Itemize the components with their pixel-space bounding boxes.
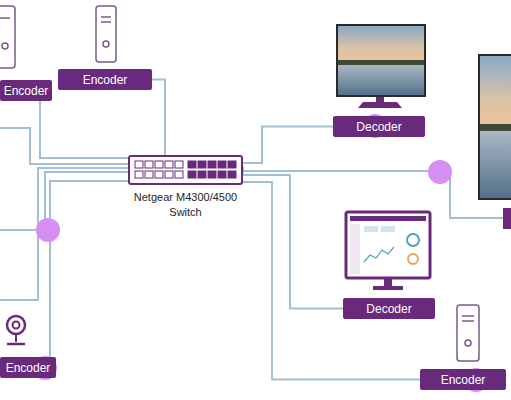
- dashboard-gauge: [407, 234, 419, 246]
- tower-detail: [103, 41, 109, 47]
- switch-port: [188, 171, 196, 178]
- switch-port: [208, 161, 216, 168]
- switch-port: [155, 171, 163, 178]
- tower-detail: [2, 43, 8, 49]
- webcam-icon: [7, 316, 25, 334]
- switch-port: [155, 161, 163, 168]
- monitor-stand: [384, 279, 392, 287]
- tower-icon: [457, 305, 479, 361]
- node-label: Encoder: [6, 361, 51, 375]
- dashboard-sidebar: [350, 224, 360, 274]
- network-cable: [152, 80, 165, 156]
- node-label: Encoder: [4, 84, 49, 98]
- switch-port: [135, 161, 143, 168]
- monitor-photo: [338, 60, 424, 65]
- tower-icon: [96, 6, 116, 62]
- monitor-frame: [346, 212, 430, 278]
- network-wire: [0, 168, 128, 300]
- network-cable: [40, 101, 128, 158]
- webcam-stand: [15, 334, 17, 342]
- switch-box: Netgear M4300/4500 Switch: [128, 155, 243, 185]
- network-cable: [243, 182, 420, 380]
- switch-body: [129, 156, 242, 184]
- switch-port: [165, 171, 173, 178]
- display-photo: [480, 56, 511, 126]
- switch-port: [135, 171, 143, 178]
- switch-icon: [128, 155, 243, 185]
- tower-detail: [462, 320, 474, 322]
- wire-group: [0, 128, 505, 300]
- dashboard-gauge: [408, 254, 418, 264]
- node-label: Encoder: [83, 73, 128, 87]
- switch-port: [175, 171, 183, 178]
- tower-detail: [101, 16, 111, 18]
- tower-detail: [465, 340, 471, 346]
- node-label: Encoder: [441, 373, 486, 387]
- switch-port: [218, 171, 226, 178]
- switch-port: [175, 161, 183, 168]
- highlight-dot: [428, 160, 452, 184]
- webcam-lens: [13, 322, 20, 329]
- highlight-dot: [36, 218, 60, 242]
- encoder-box: Encoder: [0, 80, 52, 101]
- display-photo: [480, 131, 511, 198]
- node-label: Netgear M4300/4500 Switch: [127, 190, 245, 220]
- tower-detail: [462, 315, 474, 317]
- switch-port: [228, 161, 236, 168]
- dashboard-tile: [364, 226, 378, 232]
- switch-port: [188, 161, 196, 168]
- switch-port: [228, 171, 236, 178]
- monitor-photo: [338, 26, 424, 62]
- switch-port: [208, 171, 216, 178]
- dashboard-chart: [364, 247, 394, 262]
- encoder-box: Encoder: [0, 357, 56, 378]
- monitor-stand: [373, 286, 403, 290]
- switch-port: [218, 161, 226, 168]
- dashboard-tile: [381, 226, 395, 232]
- tower-detail: [101, 21, 111, 23]
- switch-port: [145, 161, 153, 168]
- encoder-box: Encoder: [58, 69, 152, 90]
- node-label: Decoder: [356, 120, 401, 134]
- switch-port: [145, 171, 153, 178]
- label-box-stub: [503, 208, 511, 229]
- monitor-stand: [376, 97, 384, 102]
- tower-detail: [0, 17, 10, 19]
- dashboard-header: [350, 216, 426, 221]
- encoder-box: Encoder: [420, 369, 506, 390]
- decoder-box: Decoder: [343, 298, 435, 319]
- decoder-box: Decoder: [333, 116, 425, 137]
- network-cable: [243, 127, 333, 164]
- monitor-frame: [336, 24, 426, 97]
- network-cable: [50, 181, 128, 357]
- monitor-photo: [338, 65, 424, 95]
- marker-group: [33, 114, 488, 392]
- webcam-stand: [7, 343, 25, 346]
- tower-icon: [0, 6, 15, 68]
- monitor-stand: [358, 102, 402, 108]
- network-cable: [243, 175, 343, 309]
- switch-port: [165, 161, 173, 168]
- switch-port: [198, 171, 206, 178]
- switch-port: [198, 161, 206, 168]
- node-label: Decoder: [366, 302, 411, 316]
- display-photo: [480, 124, 511, 131]
